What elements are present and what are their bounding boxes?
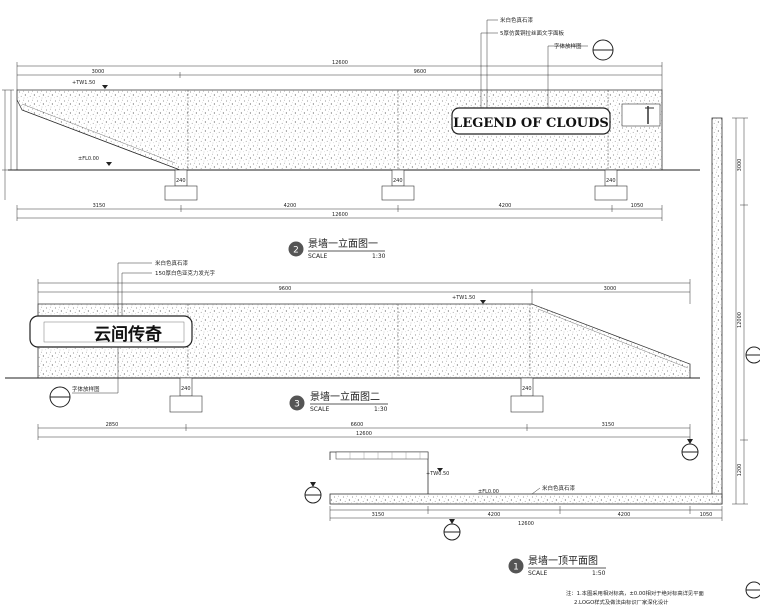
plan-side-dim-c: 1200: [737, 464, 743, 477]
plan-level-floor: ±FL0.00: [478, 489, 499, 495]
note-1a: 米白色真石漆: [500, 16, 534, 24]
wall-2-body: [37, 303, 691, 379]
note-2c: 字体放样图: [72, 385, 100, 393]
dim-top-a-1: 3000: [92, 69, 105, 75]
dim-bottom-d-1: 1050: [631, 203, 644, 209]
plan-wall-vertical: [711, 117, 723, 505]
plan-wall-horizontal: [329, 493, 723, 505]
title-elevation-1: 景墙一立面图一: [308, 237, 378, 250]
scale-value-2: 1:30: [374, 406, 388, 413]
dim-bottom-c-2: 3150: [602, 422, 615, 428]
plan-dim-d: 1050: [700, 512, 713, 518]
level-top-2: +TW1.50: [452, 295, 475, 301]
elevation-1: LEGEND OF CLOUDS 240 240 240 +TW1.50 ±FL…: [2, 16, 700, 260]
dim-bottom-b-1: 4200: [284, 203, 297, 209]
note-1c: 字体放样图: [554, 42, 582, 50]
level-top-1: +TW1.50: [72, 80, 95, 86]
footing-1a-label: 240: [176, 178, 186, 184]
plan-side-dim-a: 12000: [737, 312, 743, 328]
footings-2: [169, 377, 544, 413]
dim-bottom-b-2: 6600: [351, 422, 364, 428]
scale-label-1: SCALE: [308, 253, 327, 260]
dim-bottom-a-2: 2850: [106, 422, 119, 428]
footing-1c-label: 240: [606, 178, 616, 184]
title-number-2: 2: [293, 246, 299, 256]
title-plan: 景墙一顶平面图: [528, 554, 598, 567]
footing-2b-label: 240: [522, 386, 532, 392]
scale-label-plan: SCALE: [528, 570, 547, 577]
elevation-2: 云间传奇 240 240 +TW1.50 9600 3000 2850: [5, 259, 700, 440]
level-floor-1: ±FL0.00: [78, 156, 99, 162]
logo-text-1: LEGEND OF CLOUDS: [453, 116, 609, 131]
footnote-2: 2.LOGO样式及做法由标识厂家深化设计: [574, 598, 669, 606]
note-2a: 米白色真石漆: [155, 259, 189, 267]
title-elevation-2: 景墙一立面图二: [310, 390, 380, 403]
plan-dim-total: 12600: [518, 521, 534, 527]
title-number-1: 1: [513, 563, 519, 573]
footnote-1: 注：1.本图采用相对标高，±0.00相对于绝对标高详见平面: [566, 589, 704, 597]
dim-top-b-1: 9600: [414, 69, 427, 75]
scale-value-plan: 1:50: [592, 570, 606, 577]
note-2b: 150厚白色亚克力发光字: [155, 269, 215, 277]
plan-level-top: +TW0.50: [426, 471, 449, 477]
title-badge-2: [288, 241, 304, 257]
plan-side-dim-b: 3000: [737, 159, 743, 172]
dim-bottom-total-2: 12600: [356, 431, 372, 437]
title-number-3: 3: [294, 400, 300, 410]
logo-panel-1: [451, 107, 611, 135]
dim-top-b-2: 3000: [604, 286, 617, 292]
title-badge-3: [289, 395, 305, 411]
plan-dim-a: 3150: [372, 512, 385, 518]
note-1b: 5厚仿黄铜拉丝面文字面板: [500, 29, 565, 37]
scale-value-1: 1:30: [372, 253, 386, 260]
footing-1b-label: 240: [393, 178, 403, 184]
plan-dim-b: 4200: [488, 512, 501, 518]
scale-label-2: SCALE: [310, 406, 329, 413]
wall-1-opening: [621, 103, 661, 127]
dim-bottom-a-1: 3150: [93, 203, 106, 209]
plan-note: 米白色真石漆: [542, 484, 576, 492]
dim-bottom-total-1: 12600: [332, 212, 348, 218]
title-badge-1: [508, 558, 524, 574]
plan-dim-c: 4200: [618, 512, 631, 518]
dim-top-total-1: 12600: [332, 60, 348, 66]
dim-top-a-2: 9600: [279, 286, 292, 292]
logo-text-2: 云间传奇: [94, 324, 162, 345]
plan-view: +TW0.50 ±FL0.00 米白色真石漆 3150 4200 4200 10…: [304, 117, 760, 599]
dim-bottom-c-1: 4200: [499, 203, 512, 209]
footing-2a-label: 240: [181, 386, 191, 392]
footings-1: [164, 169, 628, 201]
